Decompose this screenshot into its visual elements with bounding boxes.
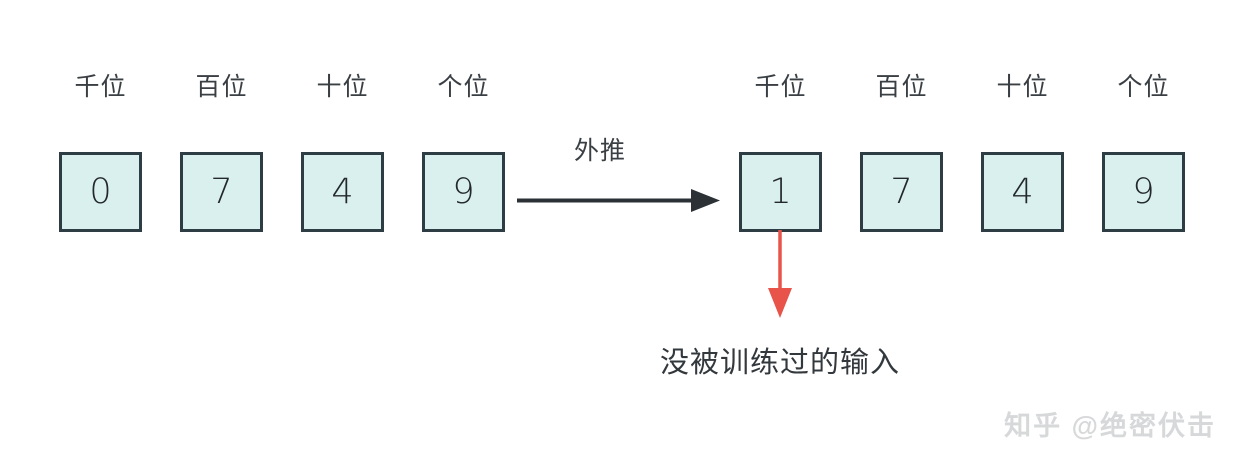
untrained-input-arrow-icon xyxy=(768,230,792,318)
digit-box: 9 xyxy=(422,152,505,232)
digit-box: 4 xyxy=(301,152,384,232)
watermark: 知乎 @绝密伏击 xyxy=(1004,411,1216,441)
digit-value: 4 xyxy=(1011,171,1034,212)
digit-box: 9 xyxy=(1102,152,1185,232)
digit-box: 4 xyxy=(981,152,1064,232)
column-label: 百位 xyxy=(875,73,928,101)
digit-value: 1 xyxy=(769,171,792,212)
digit-box: 0 xyxy=(59,152,142,232)
digit-value: 7 xyxy=(890,171,913,212)
column-label: 千位 xyxy=(754,73,807,101)
digit-value: 0 xyxy=(89,171,112,212)
digit-value: 9 xyxy=(452,171,475,212)
digit-value: 9 xyxy=(1132,171,1155,212)
column-label: 个位 xyxy=(437,73,490,101)
digit-box: 7 xyxy=(180,152,263,232)
right-digit-group: 千位 1 百位 7 十位 4 个位 9 xyxy=(739,0,1199,454)
digit-value: 7 xyxy=(210,171,233,212)
column-label: 十位 xyxy=(316,73,369,101)
column-label: 十位 xyxy=(996,73,1049,101)
extrapolate-label: 外推 xyxy=(573,137,626,165)
digit-box: 7 xyxy=(860,152,943,232)
left-digit-group: 千位 0 百位 7 十位 4 个位 9 xyxy=(59,0,519,454)
digit-value: 4 xyxy=(331,171,354,212)
column-label: 千位 xyxy=(74,73,127,101)
digit-box: 1 xyxy=(739,152,822,232)
column-label: 百位 xyxy=(195,73,248,101)
untrained-input-caption: 没被训练过的输入 xyxy=(659,347,900,379)
column-label: 个位 xyxy=(1117,73,1170,101)
extrapolate-arrow-icon xyxy=(517,189,720,212)
